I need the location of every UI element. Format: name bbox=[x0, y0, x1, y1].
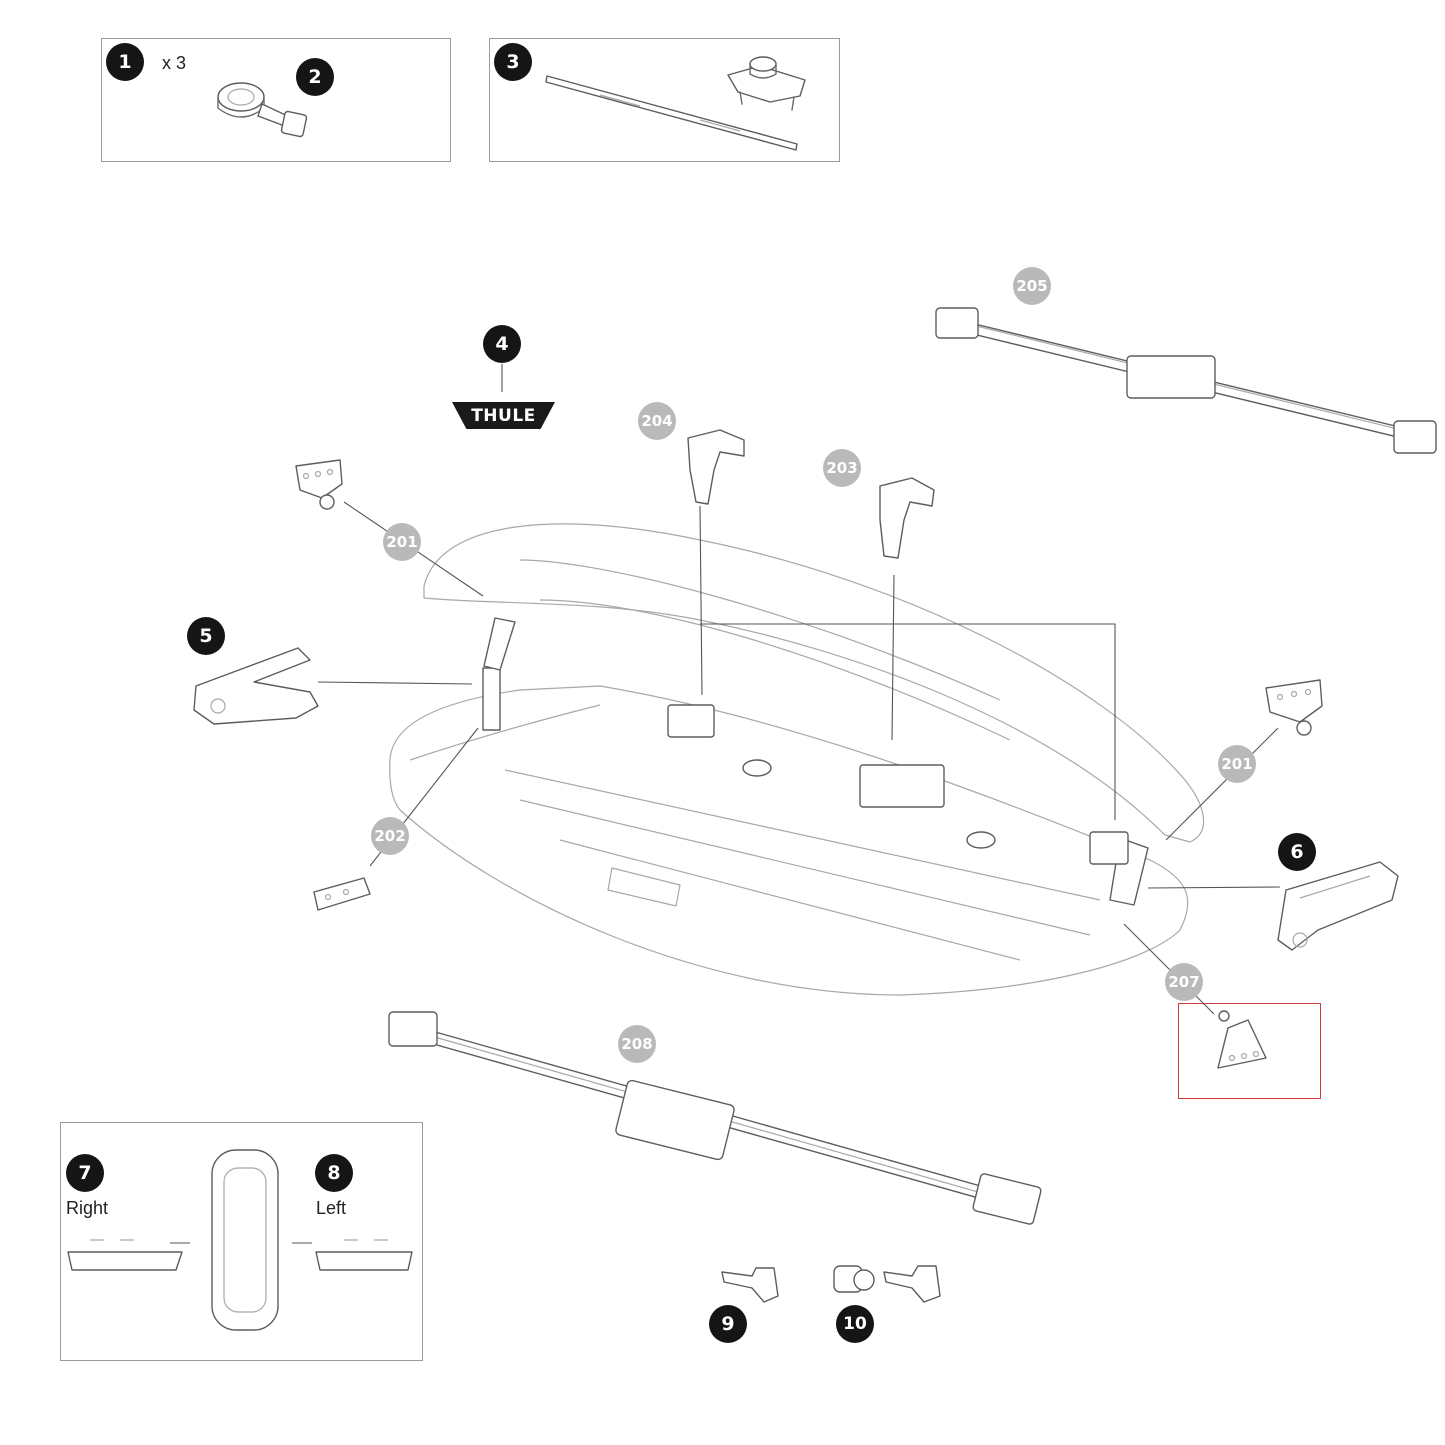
badge-part-203: 203 bbox=[823, 449, 861, 487]
hinge-plate-right-illustration bbox=[1265, 679, 1323, 736]
part-1-quantity: x 3 bbox=[162, 53, 187, 73]
caption-left: Left bbox=[316, 1198, 347, 1218]
accessory-panel-strap bbox=[101, 38, 451, 162]
badge-part-1: 1 bbox=[106, 43, 144, 81]
badge-part-6: 6 bbox=[1278, 833, 1316, 871]
highlight-box-207 bbox=[1178, 1003, 1321, 1099]
hinge-plate-left-illustration bbox=[295, 459, 343, 510]
strap-illustration bbox=[217, 82, 308, 138]
badge-part-3: 3 bbox=[494, 43, 532, 81]
badge-part-4: 4 bbox=[483, 325, 521, 363]
clamp-203-illustration bbox=[879, 477, 935, 559]
badge-part-202: 202 bbox=[371, 817, 409, 855]
badge-part-205: 205 bbox=[1013, 267, 1051, 305]
thule-logo-text: THULE bbox=[471, 405, 536, 426]
badge-part-8: 8 bbox=[315, 1154, 353, 1192]
clamp-204-illustration bbox=[687, 429, 745, 505]
badge-part-10: 10 bbox=[836, 1305, 874, 1343]
keys-and-lock-illustration bbox=[721, 1265, 941, 1303]
badge-part-2: 2 bbox=[296, 58, 334, 96]
crossbar-front-illustration bbox=[388, 1011, 1042, 1225]
badge-part-7: 7 bbox=[66, 1154, 104, 1192]
side-plates-illustration bbox=[67, 1149, 413, 1331]
badge-part-207: 207 bbox=[1165, 963, 1203, 1001]
roof-box-illustration bbox=[389, 523, 1205, 996]
badge-part-204: 204 bbox=[638, 402, 676, 440]
badge-part-208: 208 bbox=[618, 1025, 656, 1063]
plate-207-illustration bbox=[1217, 1010, 1267, 1069]
leader-lines bbox=[317, 501, 1281, 1015]
badge-part-201-right: 201 bbox=[1218, 745, 1256, 783]
crossbar-rear-illustration bbox=[935, 307, 1437, 454]
badge-part-9: 9 bbox=[709, 1305, 747, 1343]
bar-and-knob-illustration bbox=[545, 56, 806, 151]
strut-cover-5-illustration bbox=[193, 647, 319, 725]
bracket-202-illustration bbox=[313, 877, 371, 911]
caption-right: Right bbox=[66, 1198, 109, 1218]
thule-logo: THULE bbox=[452, 402, 555, 429]
badge-part-5: 5 bbox=[187, 617, 225, 655]
strut-cover-6-illustration bbox=[1277, 861, 1399, 951]
badge-part-201-left: 201 bbox=[383, 523, 421, 561]
